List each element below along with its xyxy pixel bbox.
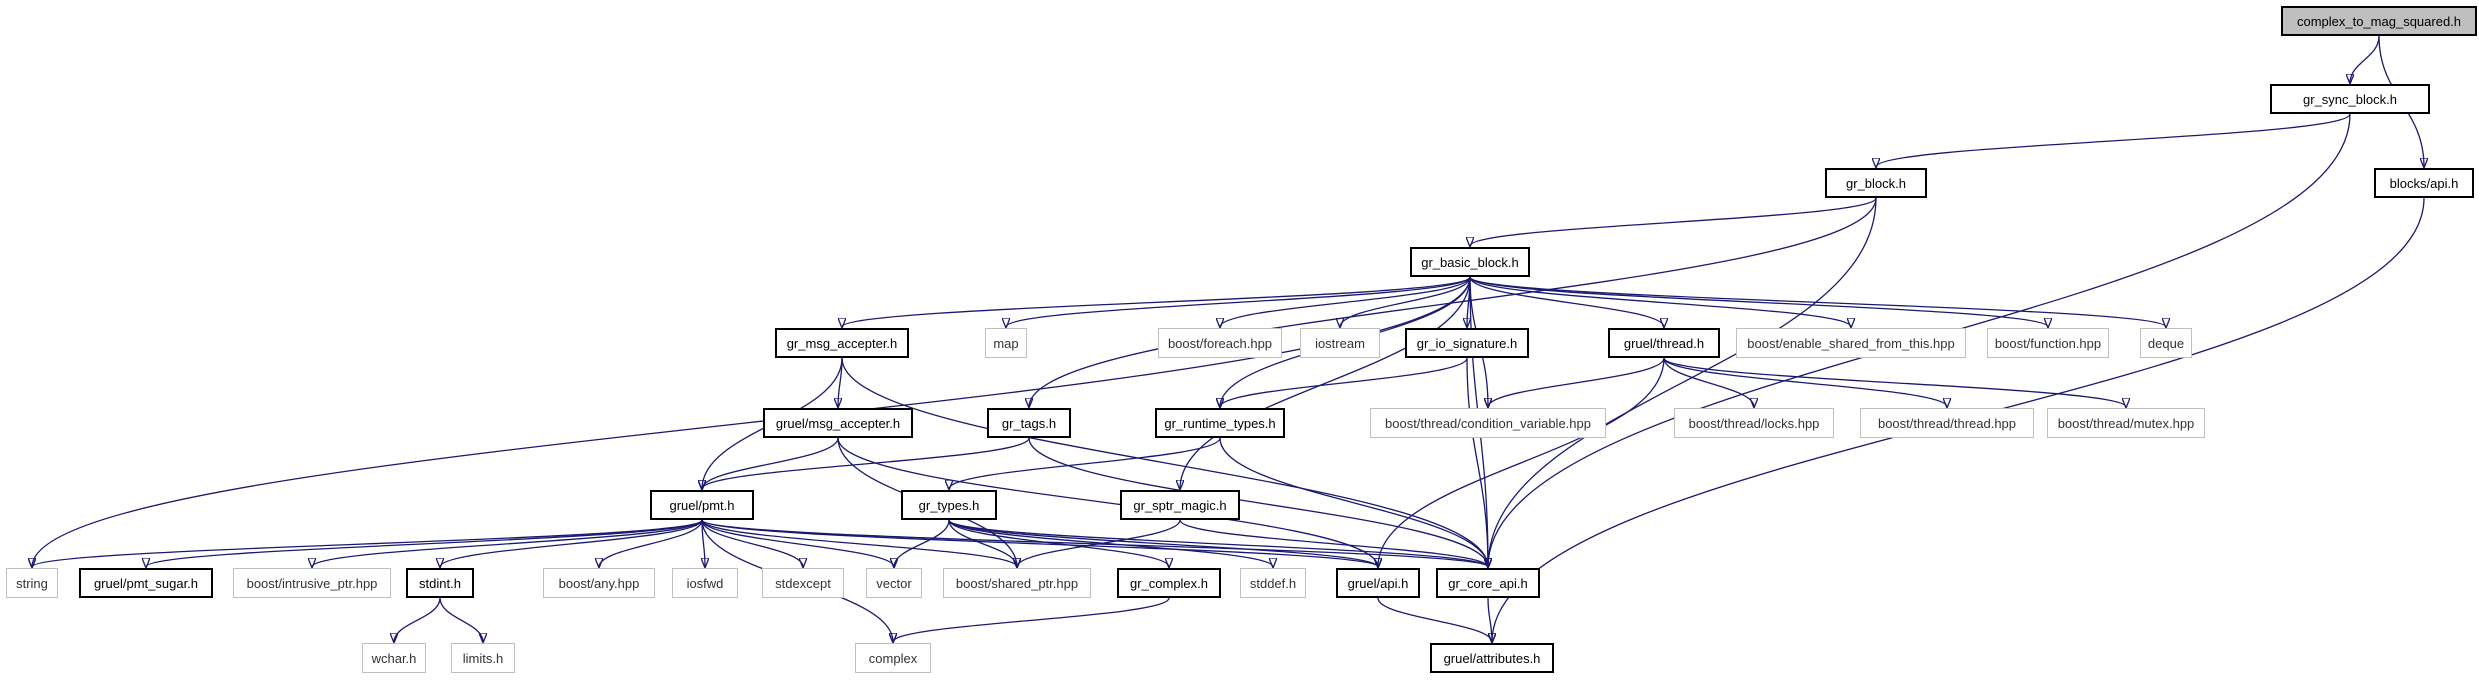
node-locks: boost/thread/locks.hpp <box>1674 408 1834 438</box>
node-mutex: boost/thread/mutex.hpp <box>2047 408 2205 438</box>
edge-rtypes-to-types <box>949 437 1221 489</box>
edge-basic-to-iostream <box>1340 276 1471 327</box>
edge-msgacc-to-coreapi <box>841 357 1488 567</box>
node-condvar: boost/thread/condition_variable.hpp <box>1370 408 1606 438</box>
node-gruelapi[interactable]: gruel/api.h <box>1336 568 1420 598</box>
edge-gruelapi-to-attrs <box>1377 597 1492 642</box>
node-vector: vector <box>866 568 922 598</box>
edge-types-to-complexh <box>948 519 1169 567</box>
edge-types-to-vector <box>894 519 950 567</box>
node-stddef: stddef.h <box>1240 568 1306 598</box>
node-map: map <box>985 328 1027 358</box>
edge-stdint-to-wchar <box>394 597 441 642</box>
edge-rtypes-to-coreapi <box>1219 437 1488 567</box>
node-sptr[interactable]: gr_sptr_magic.h <box>1120 490 1240 520</box>
node-pmt[interactable]: gruel/pmt.h <box>650 490 754 520</box>
edge-thread-to-gruelapi <box>1378 357 1665 567</box>
node-deque: deque <box>2140 328 2192 358</box>
edge-basic-to-map <box>1006 276 1471 327</box>
node-msgacc[interactable]: gr_msg_accepter.h <box>775 328 909 358</box>
edge-pmt-to-intrusive <box>312 519 703 567</box>
node-foreach: boost/foreach.hpp <box>1158 328 1282 358</box>
edge-stdint-to-limits <box>439 597 483 642</box>
edge-pmt-to-stdexcept <box>701 519 803 567</box>
edge-pmt-to-stdint <box>440 519 703 567</box>
edge-types-to-gruelapi <box>948 519 1378 567</box>
node-iosig[interactable]: gr_io_signature.h <box>1405 328 1529 358</box>
node-thread[interactable]: gruel/thread.h <box>1608 328 1720 358</box>
node-wchar: wchar.h <box>362 643 426 673</box>
edge-complexh-to-complex <box>893 597 1170 642</box>
edge-gmsgacc-to-pmt <box>702 437 839 489</box>
edge-block-to-basic <box>1470 197 1877 246</box>
edge-basic-to-enable <box>1469 276 1851 327</box>
node-attrs[interactable]: gruel/attributes.h <box>1430 643 1554 673</box>
edge-basic-to-deque <box>1469 276 2166 327</box>
node-complex: complex <box>855 643 931 673</box>
edge-basic-to-string <box>32 276 1471 567</box>
node-string: string <box>6 568 58 598</box>
edge-types-to-coreapi <box>948 519 1488 567</box>
node-iostream: iostream <box>1300 328 1380 358</box>
edge-basic-to-function <box>1469 276 2048 327</box>
node-stdint[interactable]: stdint.h <box>406 568 474 598</box>
edge-thread-to-mutex <box>1663 357 2126 407</box>
node-sync[interactable]: gr_sync_block.h <box>2270 84 2430 114</box>
node-pmtsugar[interactable]: gruel/pmt_sugar.h <box>79 568 213 598</box>
node-tags[interactable]: gr_tags.h <box>987 408 1071 438</box>
edge-sptr-to-coreapi <box>1179 519 1488 567</box>
edge-basic-to-foreach <box>1220 276 1471 327</box>
node-intrusive: boost/intrusive_ptr.hpp <box>233 568 391 598</box>
edge-thread-to-locks <box>1663 357 1754 407</box>
edge-pmt-to-gruelapi <box>701 519 1378 567</box>
node-block[interactable]: gr_block.h <box>1825 168 1927 198</box>
edge-basic-to-thread <box>1469 276 1664 327</box>
edge-pmt-to-any <box>599 519 703 567</box>
node-stdexcept: stdexcept <box>762 568 844 598</box>
edge-thread-to-bthread <box>1663 357 1947 407</box>
edge-iosig-to-rtypes <box>1220 357 1468 407</box>
edge-root-to-sync <box>2350 35 2380 83</box>
node-any: boost/any.hpp <box>543 568 655 598</box>
edge-block-to-coreapi <box>1488 197 1877 567</box>
node-limits: limits.h <box>451 643 515 673</box>
edge-pmt-to-pmtsugar <box>146 519 703 567</box>
edge-pmt-to-vector <box>701 519 894 567</box>
node-rtypes[interactable]: gr_runtime_types.h <box>1155 408 1285 438</box>
edge-basic-to-sptr <box>1180 276 1471 489</box>
node-complexh[interactable]: gr_complex.h <box>1117 568 1221 598</box>
edge-tags-to-pmt <box>702 437 1030 489</box>
edge-coreapi-to-attrs <box>1487 597 1492 642</box>
edge-basic-to-msgacc <box>842 276 1471 327</box>
edge-tags-to-coreapi <box>1028 437 1488 567</box>
edge-iosig-to-coreapi <box>1466 357 1488 567</box>
edge-types-to-stddef <box>948 519 1273 567</box>
node-basic[interactable]: gr_basic_block.h <box>1410 247 1530 277</box>
edge-pmt-to-coreapi <box>701 519 1488 567</box>
edge-thread-to-condvar <box>1488 357 1665 407</box>
edge-pmt-to-string <box>32 519 703 567</box>
edge-sptr-to-shared <box>1017 519 1181 567</box>
edge-pmt-to-shared <box>701 519 1017 567</box>
node-coreapi[interactable]: gr_core_api.h <box>1436 568 1540 598</box>
node-iosfwd: iosfwd <box>672 568 738 598</box>
node-blocksapi[interactable]: blocks/api.h <box>2374 168 2474 198</box>
node-types[interactable]: gr_types.h <box>901 490 997 520</box>
node-gmsgacc[interactable]: gruel/msg_accepter.h <box>763 408 913 438</box>
edge-sync-to-block <box>1876 113 2351 167</box>
node-bthread: boost/thread/thread.hpp <box>1860 408 2034 438</box>
node-function: boost/function.hpp <box>1987 328 2109 358</box>
node-root[interactable]: complex_to_mag_squared.h <box>2281 6 2477 36</box>
node-enable: boost/enable_shared_from_this.hpp <box>1736 328 1966 358</box>
node-shared: boost/shared_ptr.hpp <box>943 568 1091 598</box>
